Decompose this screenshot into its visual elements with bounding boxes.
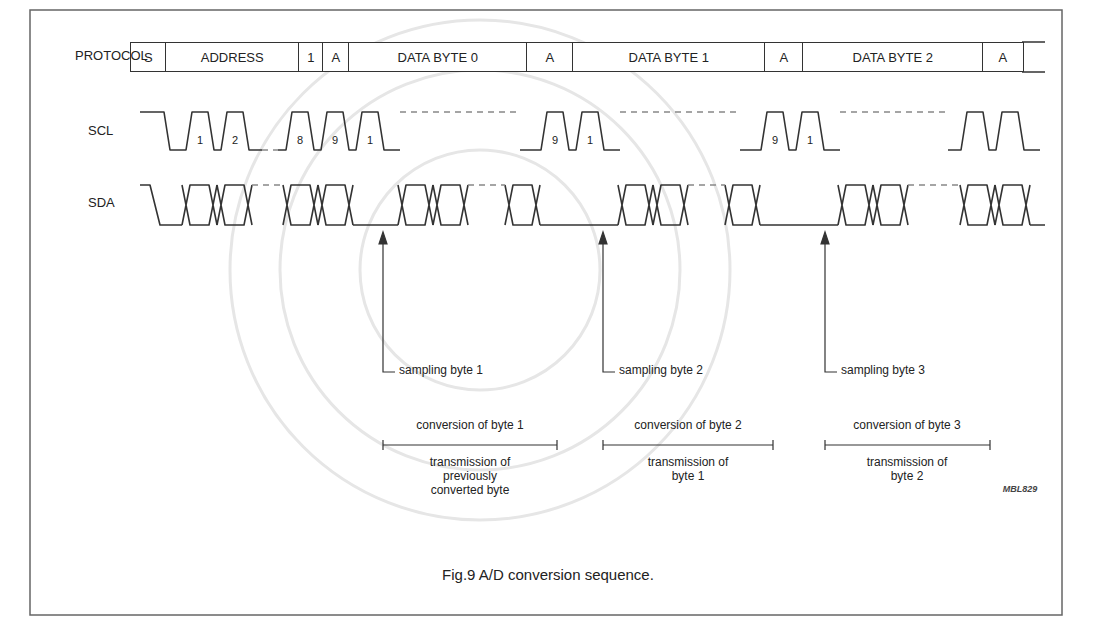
sda-data-cell: [838, 185, 873, 225]
waveforms: [140, 112, 1045, 225]
conversion-bracket: [603, 440, 773, 450]
annotation-text: sampling byte 3: [841, 364, 925, 378]
sampling-leader: [825, 236, 837, 372]
scl-clock-wave: [948, 112, 1040, 150]
sda-data-cell: [433, 185, 468, 225]
field-name: ADDRESS: [201, 50, 264, 65]
annotation-text: transmission of byte 2: [862, 456, 952, 484]
signal-name: SCL: [88, 124, 113, 139]
annotation-text: conversion of byte 1: [416, 419, 523, 433]
protocol-partial-box: [1022, 42, 1045, 72]
field-name: DATA BYTE 1: [629, 50, 709, 65]
sda-data-cell: [398, 185, 433, 225]
sda-ack-low: [353, 224, 1045, 226]
clock-number: 8: [297, 134, 303, 147]
protocol-field: DATA BYTE 0: [348, 42, 528, 72]
sampling-arrowhead: [821, 232, 829, 244]
scl-clock-wave: [278, 112, 400, 150]
clock-number: 1: [367, 134, 373, 147]
figure-frame: [30, 10, 1062, 615]
sda-start-condition: [140, 185, 182, 225]
scl-break: [262, 112, 948, 150]
field-name: DATA BYTE 2: [853, 50, 933, 65]
clock-number: 9: [332, 134, 338, 147]
figure-code: MBL829: [1003, 484, 1038, 494]
protocol-field: 1: [298, 42, 324, 72]
clock-number: 1: [587, 134, 593, 147]
sda-data-cell: [318, 185, 353, 225]
signal-name: SDA: [88, 196, 115, 211]
field-name: DATA BYTE 0: [398, 50, 478, 65]
row-name: PROTOCOL: [75, 49, 148, 64]
clock-number: 9: [552, 134, 558, 147]
sampling-leader: [603, 236, 615, 372]
sda-data-cell: [618, 185, 653, 225]
sampling-arrowhead: [379, 232, 387, 244]
clock-number: 1: [807, 134, 813, 147]
field-name: 1: [307, 50, 314, 65]
sda-data-cell: [725, 185, 760, 225]
sda-break: [252, 184, 960, 186]
annotation-text: conversion of byte 2: [634, 419, 741, 433]
sda-data-cell: [505, 185, 540, 225]
conversion-bracket: [383, 440, 557, 450]
sda-data-cell: [873, 185, 908, 225]
sda-data-cell: [182, 185, 217, 225]
protocol-field: DATA BYTE 1: [572, 42, 766, 72]
protocol-field: A: [982, 42, 1024, 72]
annotation-lines: [379, 232, 990, 450]
annotation-text: transmission of previously converted byt…: [420, 456, 520, 497]
sampling-arrowhead: [599, 232, 607, 244]
annotation-text: conversion of byte 3: [853, 419, 960, 433]
sda-data-cell: [283, 185, 318, 225]
sda-data-cell: [960, 185, 995, 225]
figure-caption: Fig.9 A/D conversion sequence.: [442, 566, 654, 583]
field-name: A: [331, 50, 340, 65]
field-name: A: [779, 50, 788, 65]
clock-number: 2: [232, 134, 238, 147]
sampling-leader: [383, 236, 395, 372]
scl-clock-wave: [740, 112, 840, 150]
protocol-field: A: [764, 42, 804, 72]
conversion-bracket: [825, 440, 990, 450]
annotation-text: sampling byte 2: [619, 364, 703, 378]
clock-number: 1: [197, 134, 203, 147]
sda-data-cell: [653, 185, 688, 225]
sda-data-cell: [995, 185, 1030, 225]
protocol-field: A: [526, 42, 574, 72]
clock-number: 9: [772, 134, 778, 147]
protocol-field: A: [322, 42, 350, 72]
sda-data-cell: [217, 185, 252, 225]
protocol-field: DATA BYTE 2: [802, 42, 984, 72]
annotation-text: sampling byte 1: [399, 364, 483, 378]
scl-clock-wave: [140, 112, 262, 150]
annotation-text: transmission of byte 1: [643, 456, 733, 484]
scl-clock-wave: [520, 112, 620, 150]
protocol-field: ADDRESS: [165, 42, 300, 72]
field-name: A: [998, 50, 1007, 65]
field-name: A: [545, 50, 554, 65]
